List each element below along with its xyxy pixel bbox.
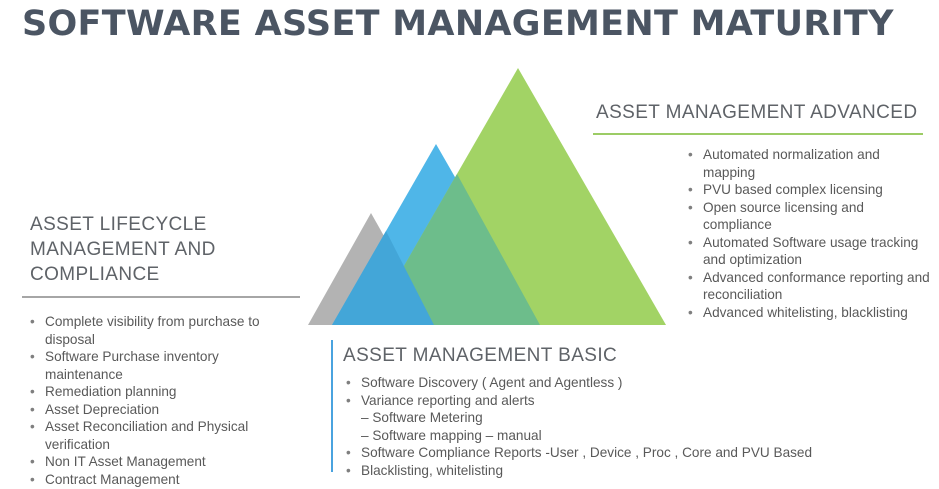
list-item: Complete visibility from purchase to dis… [28, 313, 278, 348]
advanced-list: Automated normalization and mapping PVU … [686, 146, 931, 321]
list-item: Non IT Asset Management [28, 453, 278, 471]
list-item: Software Purchase inventory maintenance [28, 348, 278, 383]
list-item: Open source licensing and compliance [686, 199, 931, 234]
list-item: Blacklisting, whitelisting [344, 462, 904, 480]
list-item: Asset Reconciliation and Physical verifi… [28, 418, 278, 453]
list-item: PVU based complex licensing [686, 181, 931, 199]
lifecycle-divider [22, 296, 300, 298]
advanced-heading: ASSET MANAGEMENT ADVANCED [596, 102, 918, 123]
page-title: SOFTWARE ASSET MANAGEMENT MATURITY [22, 4, 894, 44]
grey-blue-overlap [332, 231, 434, 325]
list-item: Contract Management [28, 471, 278, 489]
list-item: Advanced conformance reporting and recon… [686, 269, 931, 304]
advanced-divider [593, 133, 923, 135]
list-item: Software Discovery ( Agent and Agentless… [344, 374, 904, 392]
lifecycle-heading: ASSET LIFECYCLE MANAGEMENT AND COMPLIANC… [30, 214, 216, 285]
basic-heading: ASSET MANAGEMENT BASIC [343, 345, 618, 366]
sub-list-item: – Software Metering [361, 410, 483, 425]
list-item: Remediation planning [28, 383, 278, 401]
basic-divider [331, 340, 333, 472]
lifecycle-list: Complete visibility from purchase to dis… [28, 313, 278, 488]
list-item: Automated normalization and mapping [686, 146, 931, 181]
basic-list: Software Discovery ( Agent and Agentless… [344, 374, 904, 479]
sub-list-item: – Software mapping – manual [361, 427, 542, 443]
list-item: Asset Depreciation [28, 401, 278, 419]
list-item: Advanced whitelisting, blacklisting [686, 304, 931, 322]
list-item: Software Compliance Reports -User , Devi… [344, 444, 904, 462]
list-item: Automated Software usage tracking and op… [686, 234, 931, 269]
list-item: Variance reporting and alerts [344, 392, 904, 410]
